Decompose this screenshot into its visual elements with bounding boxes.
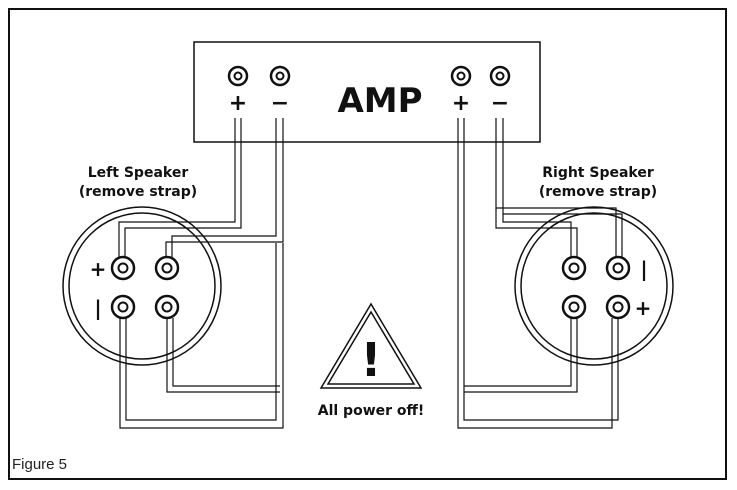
amp-right-neg-sign: − (491, 91, 509, 116)
amp-left-neg-terminal (269, 65, 291, 87)
left-speaker (62, 206, 222, 366)
right-neg-wire (495, 118, 623, 257)
amp-title: AMP (337, 81, 422, 121)
right-speaker-subtitle: (remove strap) (539, 184, 657, 200)
left-speaker-pos-sign: + (90, 257, 107, 281)
left-speaker-neg-sign: | (94, 296, 101, 320)
right-speaker-bottom-left-terminal (561, 294, 587, 320)
right-strap-wire-top (495, 208, 578, 257)
right-strap-wire-bottom (464, 318, 578, 393)
amp-right-neg-terminal (489, 65, 511, 87)
right-pos-wire (457, 118, 619, 429)
left-pos-wire (118, 118, 242, 257)
left-strap-wire-right (166, 318, 280, 393)
right-speaker-title: Right Speaker (542, 165, 654, 181)
warning-icon (319, 302, 423, 389)
amp-right-pos-sign: + (452, 91, 470, 116)
left-speaker-neg-terminal (110, 294, 136, 320)
left-speaker-title: Left Speaker (88, 165, 189, 181)
right-speaker-pos-terminal (605, 294, 631, 320)
left-speaker-subtitle: (remove strap) (79, 184, 197, 200)
right-speaker-pos-sign: + (635, 296, 652, 320)
left-strap-wire-bottom (119, 243, 284, 429)
left-speaker-top-right-terminal (154, 255, 180, 281)
right-speaker-neg-terminal (605, 255, 631, 281)
warning-text: All power off! (318, 403, 425, 419)
amp-left-pos-sign: + (229, 91, 247, 116)
warning-exclamation: ! (361, 333, 382, 387)
amp-left-pos-terminal (227, 65, 249, 87)
amp-box (193, 41, 541, 143)
right-speaker-top-left-terminal (561, 255, 587, 281)
figure-caption: Figure 5 (12, 456, 68, 473)
left-speaker-bottom-right-terminal (154, 294, 180, 320)
amp-left-neg-sign: − (271, 91, 289, 116)
left-speaker-pos-terminal (110, 255, 136, 281)
right-speaker-neg-sign: | (640, 257, 647, 281)
left-neg-wire (165, 118, 284, 257)
amp-right-pos-terminal (450, 65, 472, 87)
right-speaker (514, 206, 674, 366)
